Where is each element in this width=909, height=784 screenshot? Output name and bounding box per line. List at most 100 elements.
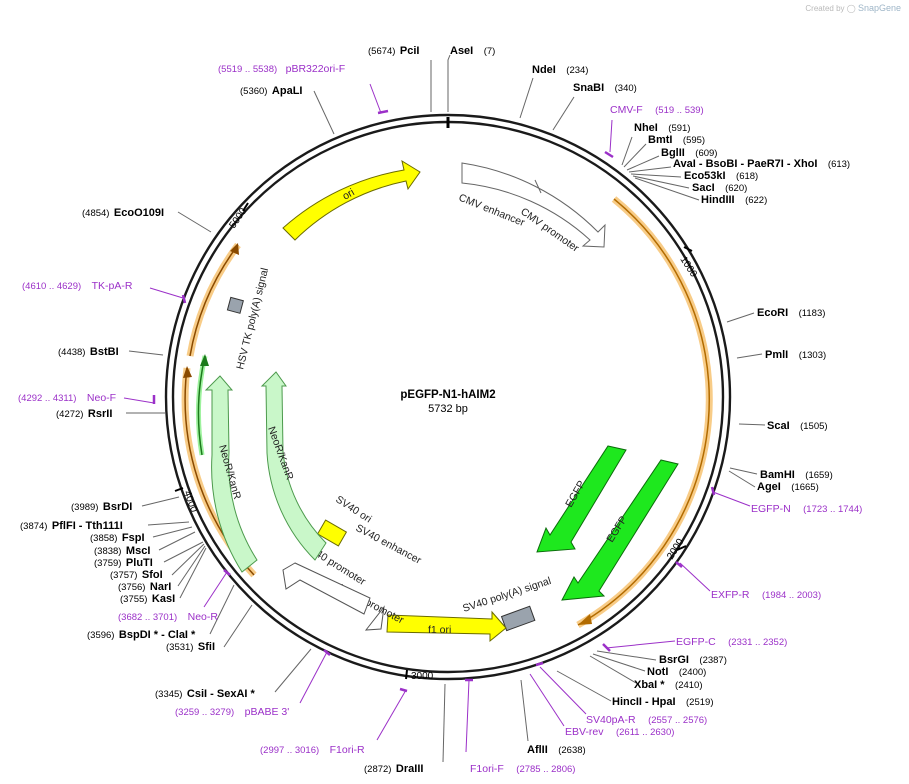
primer-pbabe3[interactable]: (3259 .. 3279) pBABE 3' bbox=[175, 702, 289, 719]
site-eco53ki-name: Eco53kI bbox=[684, 170, 726, 182]
site-asei-name: AseI bbox=[450, 45, 473, 57]
site-ndei[interactable]: NdeI (234) bbox=[532, 60, 588, 77]
site-asei[interactable]: AseI (7) bbox=[450, 41, 495, 58]
primer-neo-r-mark bbox=[223, 569, 231, 576]
primer-pbabe3-leader bbox=[299, 651, 328, 704]
feature-sv40-promoter-arrow[interactable] bbox=[282, 562, 371, 615]
site-ecori[interactable]: EcoRI (1183) bbox=[757, 303, 825, 320]
primer-neo-f[interactable]: (4292 .. 4311) Neo-F bbox=[18, 388, 116, 405]
site-pflfi-leader bbox=[147, 521, 190, 526]
feature-neokanr-inner-arrow[interactable] bbox=[260, 371, 327, 561]
feature-neokanr-outer-arrow[interactable] bbox=[204, 375, 258, 573]
primer-tk-pa-r-leader bbox=[149, 287, 184, 299]
primer-sv40pa-r[interactable]: SV40pA-R (2557 .. 2576) bbox=[586, 710, 707, 727]
primer-egfp-c[interactable]: EGFP-C (2331 .. 2352) bbox=[676, 632, 787, 649]
primer-ebv-rev[interactable]: EBV-rev (2611 .. 2630) bbox=[565, 722, 674, 739]
site-asei-pos: (7) bbox=[484, 46, 496, 57]
site-aflii[interactable]: AflII (2638) bbox=[527, 740, 586, 757]
feature-f1-ori-label: f1 ori bbox=[428, 624, 451, 636]
site-nari[interactable]: (3756) NarI bbox=[118, 577, 171, 594]
site-msci-pos: (3838) bbox=[94, 546, 121, 557]
site-csii[interactable]: (3345) CsiI - SexAI * bbox=[155, 684, 255, 701]
site-draiii[interactable]: (2872) DraIII bbox=[364, 759, 423, 776]
site-apali-name: ApaLI bbox=[272, 85, 303, 97]
tick-2000-mark bbox=[676, 545, 687, 551]
site-pmli[interactable]: PmlI (1303) bbox=[765, 345, 826, 362]
site-bsrgi[interactable]: BsrGI (2387) bbox=[659, 650, 727, 667]
site-bstbi[interactable]: (4438) BstBI bbox=[58, 342, 119, 359]
site-pmli-name: PmlI bbox=[765, 349, 788, 361]
site-scai[interactable]: ScaI (1505) bbox=[767, 416, 828, 433]
primer-labels: (5519 .. 5538) pBR322ori-F CMV-F (519 ..… bbox=[18, 59, 862, 776]
site-draiii-pos: (2872) bbox=[364, 764, 391, 775]
site-rsrii[interactable]: (4272) RsrII bbox=[56, 404, 112, 421]
site-pflfi-name: PflFI - Tth111I bbox=[52, 520, 123, 532]
orf-tk-arrowhead bbox=[230, 243, 239, 255]
site-noti[interactable]: NotI (2400) bbox=[647, 662, 706, 679]
site-msci[interactable]: (3838) MscI bbox=[94, 541, 150, 558]
primer-f1ori-r[interactable]: (2997 .. 3016) F1ori-R bbox=[260, 740, 365, 757]
site-pcii[interactable]: (5674) PciI bbox=[368, 41, 420, 58]
primer-tk-pa-r-pos: (4610 .. 4629) bbox=[22, 281, 81, 292]
site-bamhi[interactable]: BamHI (1659) bbox=[760, 465, 833, 482]
feature-sv40-ori-box[interactable] bbox=[316, 519, 348, 547]
feature-egfp-outer-arrow[interactable] bbox=[561, 459, 679, 601]
site-bglii[interactable]: BglII (609) bbox=[661, 143, 717, 160]
feature-f1-ori-arrow[interactable] bbox=[386, 610, 507, 643]
site-sfii-name: SfiI bbox=[198, 641, 215, 653]
site-hincii-name: HincII - HpaI bbox=[612, 696, 676, 708]
site-hincii-pos: (2519) bbox=[686, 697, 713, 708]
site-agei[interactable]: AgeI (1665) bbox=[757, 477, 819, 494]
site-hincii[interactable]: HincII - HpaI (2519) bbox=[612, 692, 713, 709]
site-kasi[interactable]: (3755) KasI bbox=[120, 589, 175, 606]
site-xbai[interactable]: XbaI * (2410) bbox=[634, 675, 703, 692]
feature-egfp-inner-arrow[interactable] bbox=[536, 445, 627, 553]
site-bsrdi[interactable]: (3989) BsrDI bbox=[71, 497, 132, 514]
primer-pbr322ori-f[interactable]: (5519 .. 5538) pBR322ori-F bbox=[218, 59, 345, 76]
brand-name: SnapGene bbox=[857, 3, 901, 13]
primer-f1ori-f[interactable]: F1ori-F (2785 .. 2806) bbox=[470, 759, 575, 776]
site-saci-pos: (620) bbox=[725, 183, 747, 194]
primer-tk-pa-r-mark bbox=[181, 294, 187, 304]
feature-ori-label: ori bbox=[341, 186, 357, 202]
site-bsrgi-leader bbox=[596, 650, 657, 661]
site-nhei[interactable]: NheI (591) bbox=[634, 118, 690, 135]
feature-ori-arrow[interactable] bbox=[282, 159, 421, 241]
primer-neo-r[interactable]: (3682 .. 3701) Neo-R bbox=[118, 607, 218, 624]
feature-sv40-polya-label: SV40 poly(A) signal bbox=[461, 575, 552, 615]
site-xhoi[interactable]: AvaI - BsoBI - PaeR7I - XhoI (613) bbox=[673, 154, 850, 171]
primer-tk-pa-r[interactable]: (4610 .. 4629) TK-pA-R bbox=[22, 276, 133, 293]
site-ecoo109i[interactable]: (4854) EcoO109I bbox=[82, 203, 164, 220]
feature-hsv-tk-polya-box[interactable] bbox=[226, 296, 244, 314]
site-eco53ki[interactable]: Eco53kI (618) bbox=[684, 166, 758, 183]
primer-egfp-c-name: EGFP-C bbox=[676, 636, 716, 648]
primer-sv40pa-r-name: SV40pA-R bbox=[586, 714, 636, 726]
feature-ampr-promoter-arrow[interactable] bbox=[364, 605, 385, 631]
site-pluti[interactable]: (3759) PluTI bbox=[94, 553, 153, 570]
site-ecoo109i-pos: (4854) bbox=[82, 208, 109, 219]
site-apali[interactable]: (5360) ApaLI bbox=[240, 81, 302, 98]
site-snabi[interactable]: SnaBI (340) bbox=[573, 78, 637, 95]
credit-text: Created by bbox=[805, 4, 845, 13]
site-saci[interactable]: SacI (620) bbox=[692, 178, 747, 195]
primer-cmv-f[interactable]: CMV-F (519 .. 539) bbox=[610, 100, 704, 117]
primer-egfp-n[interactable]: EGFP-N (1723 .. 1744) bbox=[751, 499, 862, 516]
feature-cmv-arrow[interactable] bbox=[461, 162, 606, 248]
site-sfii[interactable]: (3531) SfiI bbox=[166, 637, 215, 654]
primer-exfp-r[interactable]: EXFP-R (1984 .. 2003) bbox=[711, 585, 821, 602]
primer-pbabe3-mark bbox=[323, 649, 331, 656]
site-clai[interactable]: (3596) BspDI * - ClaI * bbox=[87, 625, 196, 642]
feature-sv40-ori-label: SV40 ori bbox=[333, 493, 373, 525]
site-sfoi[interactable]: (3757) SfoI bbox=[110, 565, 163, 582]
site-pflfi[interactable]: (3874) PflFI - Tth111I bbox=[20, 516, 123, 533]
site-bmti[interactable]: BmtI (595) bbox=[648, 130, 705, 147]
feature-sv40-polya-box[interactable] bbox=[500, 605, 536, 632]
restriction-site-labels: (5674) PciI AseI (7) NdeI (234) SnaBI (3… bbox=[20, 41, 850, 776]
site-ecoo109i-name: EcoO109I bbox=[114, 207, 164, 219]
primer-pbr322ori-f-pos: (5519 .. 5538) bbox=[218, 64, 277, 75]
primer-neo-r-name: Neo-R bbox=[188, 611, 219, 623]
site-hindiii[interactable]: HindIII (622) bbox=[701, 190, 767, 207]
site-fspi[interactable]: (3858) FspI bbox=[90, 528, 145, 545]
site-scai-leader bbox=[738, 423, 766, 426]
features: ori CMV enhancer CMV promoter EGFP EGFP … bbox=[204, 159, 679, 643]
